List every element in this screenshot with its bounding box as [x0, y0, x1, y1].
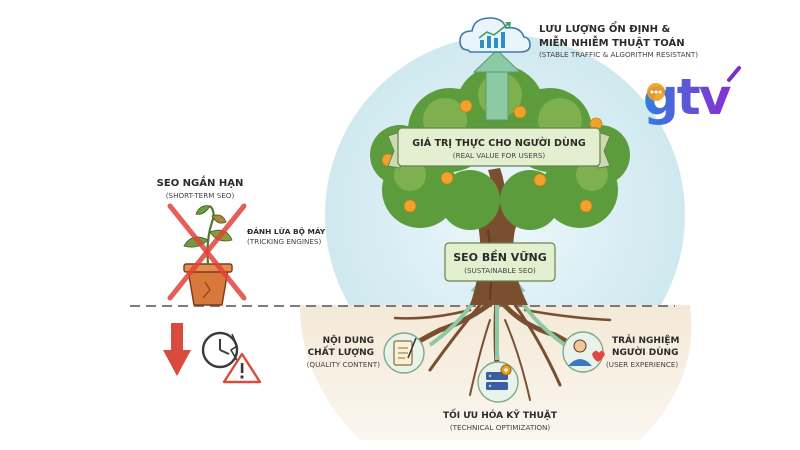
trunk-sign — [444, 242, 556, 282]
goal-title-line1: LƯU LƯỢNG ỔN ĐỊNH & — [539, 20, 671, 35]
tricking-note-subtitle: (TRICKING ENGINES) — [247, 237, 321, 246]
growth-arrow — [472, 49, 522, 121]
cloud-chart-icon — [459, 17, 531, 53]
down-arrow-icon — [163, 323, 191, 376]
technical-title: TỐI ƯU HÓA KỸ THUẬT — [443, 408, 558, 421]
server-gear-icon — [477, 361, 519, 403]
quality-content-line2: CHẤT LƯỢNG — [308, 345, 374, 358]
wilted-plant-icon — [167, 203, 247, 306]
short-term-title: SEO NGẮN HẠN — [157, 174, 244, 189]
user-experience-subtitle: (USER EXPERIENCE) — [606, 360, 678, 369]
goal-title-line2: MIỄN NHIỄM THUẬT TOÁN — [539, 34, 685, 49]
canopy-banner-subtitle: (REAL VALUE FOR USERS) — [453, 151, 546, 160]
trunk-sign-subtitle: (SUSTAINABLE SEO) — [464, 266, 536, 275]
short-term-subtitle: (SHORT-TERM SEO) — [166, 191, 235, 200]
goal-subtitle: (STABLE TRAFFIC & ALGORITHM RESISTANT) — [539, 50, 698, 59]
quality-content-subtitle: (QUALITY CONTENT) — [307, 360, 381, 369]
clock-icon — [201, 331, 239, 369]
trunk-sign-title: SEO BỀN VỮNG — [453, 250, 547, 264]
user-heart-icon — [562, 331, 605, 373]
user-experience-line1: TRẢI NGHIỆM — [612, 334, 679, 346]
technical-subtitle: (TECHNICAL OPTIMIZATION) — [450, 423, 551, 432]
tree-fruits — [381, 99, 603, 213]
canopy-banner-title: GIÁ TRỊ THỰC CHO NGƯỜI DÙNG — [412, 136, 586, 149]
tricking-note-title: ĐÁNH LỪA BỘ MÁY — [247, 227, 326, 236]
scroll-quill-icon — [383, 332, 425, 374]
warning-icon — [222, 352, 262, 384]
gtv-logo: gtv — [643, 66, 741, 126]
quality-content-line1: NỘI DUNG — [323, 335, 374, 346]
user-experience-line2: NGƯỜI DÙNG — [612, 346, 678, 358]
canopy-banner — [387, 127, 611, 169]
